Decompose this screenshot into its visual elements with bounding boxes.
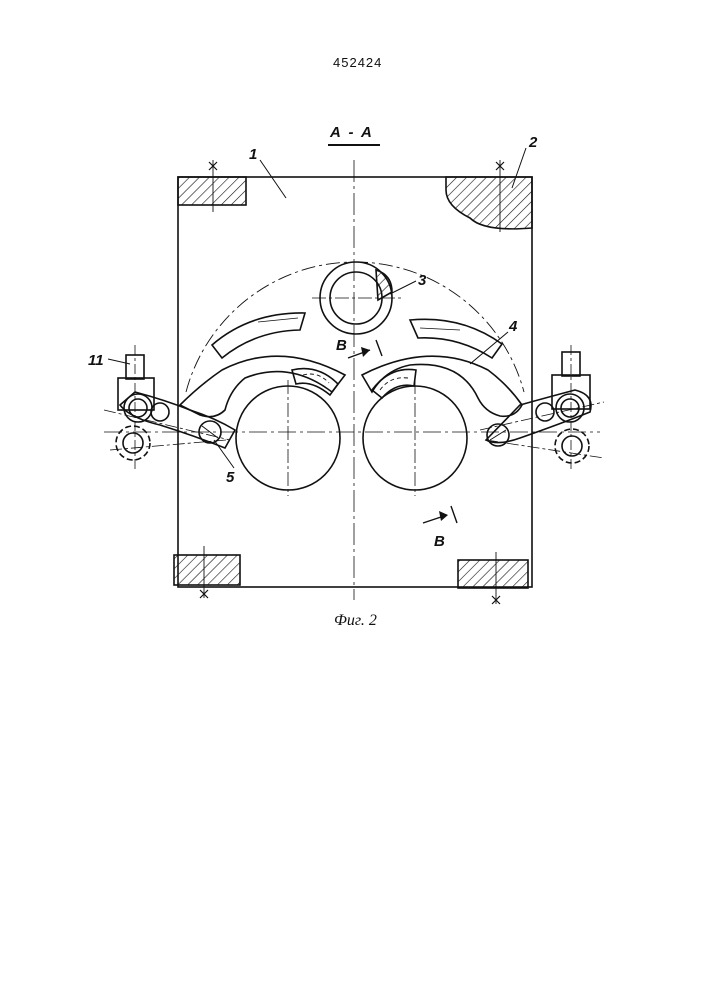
arc-slot-right <box>410 319 502 358</box>
corner-block-top-right <box>446 177 532 229</box>
label-part-1: 1 <box>249 146 257 163</box>
housing-outline <box>178 177 532 587</box>
view-arrow-upper <box>348 340 382 358</box>
corner-block-bottom-left <box>174 555 240 585</box>
label-part-5: 5 <box>226 469 235 486</box>
eccentric-lower-left <box>116 426 150 460</box>
lever-left <box>180 356 345 417</box>
fastener-marks <box>200 162 504 604</box>
label-view-lower: В <box>434 533 445 550</box>
lever-right <box>362 356 522 416</box>
eccentric-lower-right <box>555 429 589 463</box>
arc-slot-left <box>212 313 305 358</box>
label-view-upper: В <box>336 337 347 354</box>
corner-block-top-left <box>178 177 246 205</box>
figure-caption: Фиг. 2 <box>334 612 377 630</box>
view-arrow-lower <box>423 506 457 523</box>
corner-block-bottom-right <box>458 560 528 588</box>
label-part-4: 4 <box>508 318 518 335</box>
label-part-3: 3 <box>418 272 427 289</box>
label-part-2: 2 <box>528 134 538 151</box>
ring-part-3-section <box>376 270 392 300</box>
label-part-11: 11 <box>88 352 104 369</box>
